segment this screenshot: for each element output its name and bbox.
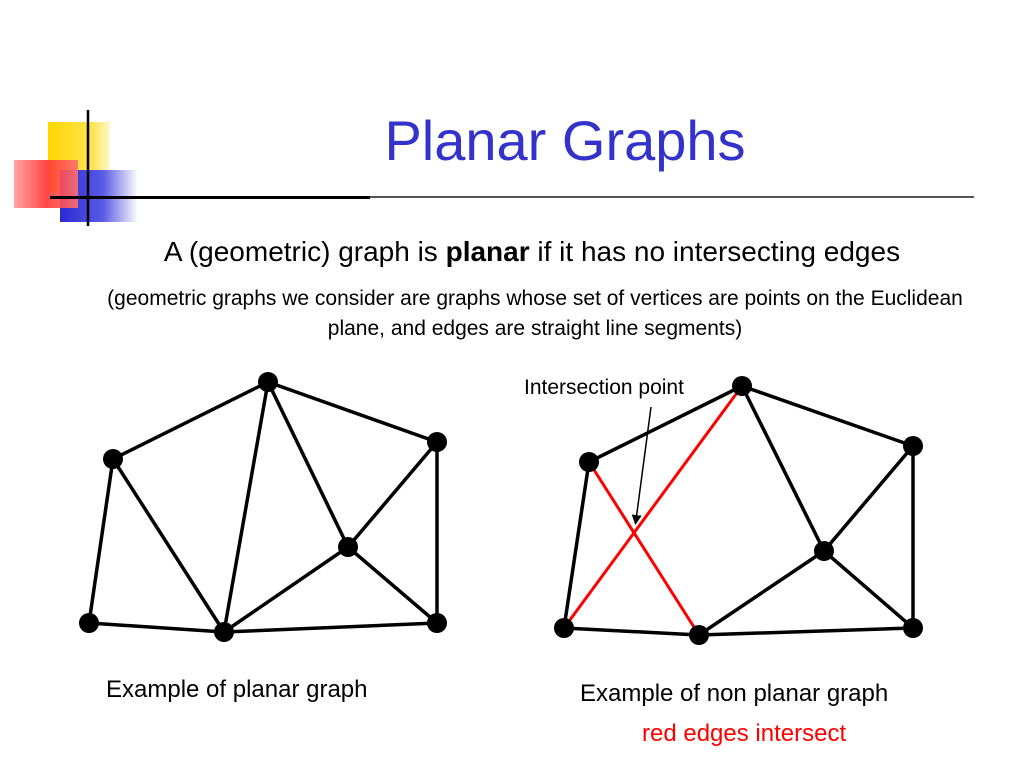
edge (822, 549, 915, 630)
edge (111, 380, 270, 461)
edge (346, 545, 439, 625)
nonplanar-graph (562, 384, 915, 637)
title-divider (50, 196, 974, 198)
vertex (427, 613, 447, 633)
edge (346, 440, 439, 549)
definition-text: A (geometric) graph is planar if it has … (0, 236, 1024, 268)
edge (111, 457, 226, 634)
edge (562, 460, 591, 630)
vertex (903, 436, 923, 456)
nonplanar-note: red edges intersect (642, 720, 847, 747)
crossing-edge (562, 384, 744, 630)
vertex (103, 449, 123, 469)
planar-caption: Example of planar graph (106, 676, 368, 703)
vertex (79, 613, 99, 633)
definition-pre: A (geometric) graph is (163, 236, 446, 267)
edge (222, 380, 270, 634)
crossing-edges (562, 384, 744, 637)
nonplanar-vertices (554, 376, 923, 645)
intersection-label: Intersection point (524, 376, 684, 399)
planar-graph (87, 380, 439, 634)
definition-post: if it has no intersecting edges (529, 236, 901, 267)
vertex (689, 625, 709, 645)
edge (822, 444, 915, 553)
vertex (214, 622, 234, 642)
edge (266, 380, 350, 549)
vertex (579, 452, 599, 472)
edge (740, 384, 915, 448)
edge (222, 621, 439, 634)
nonplanar-caption: Example of non planar graph (580, 680, 889, 707)
vertex (427, 432, 447, 452)
vertex (903, 618, 923, 638)
planar-vertices (79, 372, 447, 642)
edge (697, 626, 915, 637)
definition-keyword: planar (445, 236, 530, 267)
edge (87, 621, 226, 634)
vertex (554, 618, 574, 638)
edge (222, 545, 350, 634)
definition-note: (geometric graphs we consider are graphs… (107, 287, 963, 340)
page-title: Planar Graphs (384, 109, 746, 172)
edge (87, 457, 115, 625)
edge (266, 380, 439, 444)
edge (562, 626, 701, 637)
title-divider-accent (50, 196, 370, 199)
edge (587, 384, 744, 464)
edge (740, 384, 826, 553)
deco-red-square (14, 160, 78, 208)
vertex (338, 537, 358, 557)
crossing-edge (587, 460, 701, 637)
vertex (258, 372, 278, 392)
intersection-arrow (631, 406, 652, 525)
vertex (814, 541, 834, 561)
vertex (732, 376, 752, 396)
edge (697, 549, 826, 637)
